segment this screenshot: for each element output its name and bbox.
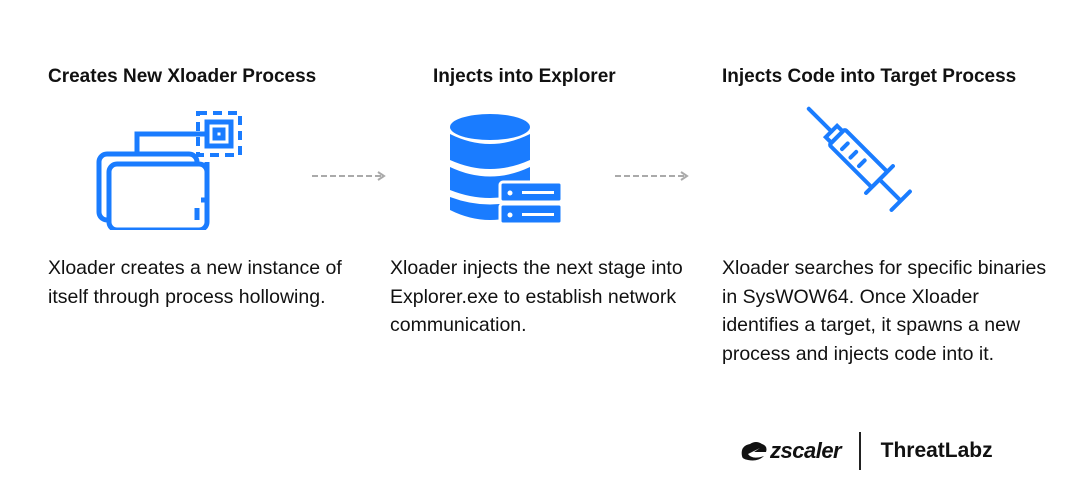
step-description: Xloader injects the next stage into Expl…	[390, 257, 683, 336]
database-server-icon	[450, 114, 564, 226]
divider	[859, 432, 861, 470]
footer-logos: zscaler ThreatLabz	[740, 432, 993, 470]
zscaler-logo: zscaler	[770, 438, 842, 463]
threatlabz-logo: ThreatLabz	[880, 439, 993, 462]
step-title: Injects into Explorer	[433, 66, 616, 87]
step-description: Xloader creates a new instance of itself…	[48, 257, 342, 308]
step-description: Xloader searches for specific binaries i…	[722, 257, 1047, 365]
arrow-icon	[615, 171, 689, 181]
zscaler-logo-icon	[741, 442, 767, 461]
syringe-icon	[806, 106, 912, 212]
step-title: Injects Code into Target Process	[722, 66, 1017, 87]
step-title: Creates New Xloader Process	[48, 66, 317, 87]
windows-process-icon	[96, 111, 242, 230]
arrow-icon	[312, 171, 386, 181]
